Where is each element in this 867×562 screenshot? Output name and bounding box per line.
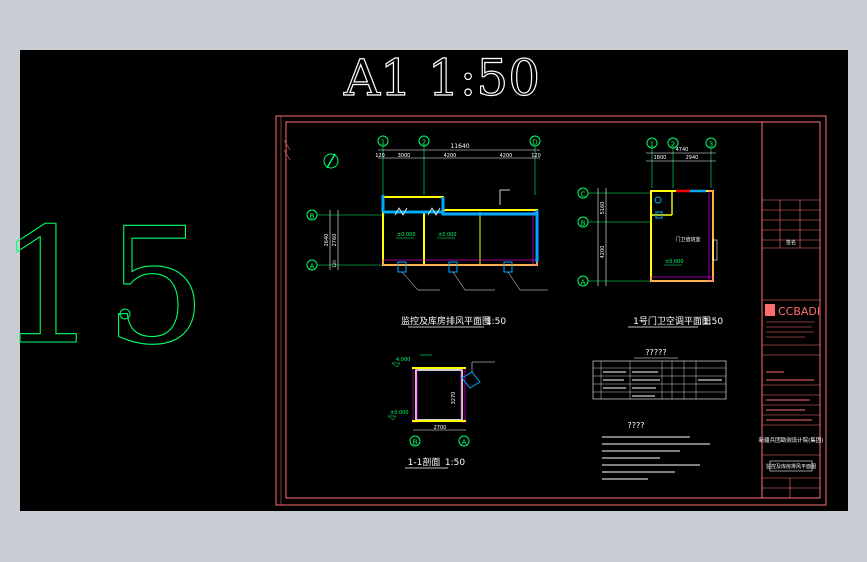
- plan2-left-dim-2: 4200: [600, 246, 606, 259]
- section-width-dim: 2700: [434, 425, 447, 431]
- signature-label: 签名: [786, 239, 796, 246]
- plan1-axis-1: 1: [377, 135, 389, 195]
- company-logo-mark: [765, 304, 775, 316]
- plan1-left-dim-1: 2640: [324, 234, 330, 247]
- company-name: 新疆兵团勘测设计院(集团): [759, 436, 824, 444]
- plan2-level: ±0.000: [665, 259, 684, 265]
- plan2-axis-2: 2: [667, 137, 679, 188]
- svg-text:A: A: [310, 263, 315, 271]
- plan2-axis-c: C: [577, 187, 652, 199]
- plan2-room-label: 门卫值班室: [675, 236, 700, 243]
- svg-text:1: 1: [381, 139, 385, 147]
- design-notes: ????: [602, 421, 710, 480]
- plan1-axis-d: D: [529, 135, 541, 195]
- svg-text:B: B: [413, 439, 418, 447]
- plan-1: 1 2 D 11640 120 3000 4200 4200 120 B: [306, 135, 548, 328]
- plan2-dim-2: 2940: [686, 155, 699, 161]
- plan1-dim-2: 3000: [398, 153, 411, 159]
- svg-text:C: C: [581, 191, 586, 199]
- plan1-axis-2: 2: [418, 135, 430, 195]
- equipment-table-title: ?????: [645, 348, 666, 357]
- company-logo: CCBADI: [778, 305, 820, 318]
- svg-text:D: D: [532, 139, 537, 147]
- section-axis-a: A: [458, 435, 470, 447]
- plan2-unit-icon: [655, 211, 663, 219]
- section-duct-icon: [461, 371, 481, 389]
- plan2-title: 1号门卫空调平面图: [633, 315, 711, 327]
- section-height-dim: 3270: [451, 392, 457, 405]
- north-arrow-icon: [323, 153, 339, 169]
- plan2-axis-3: 3: [705, 137, 717, 188]
- plan2-left-dim-1: 5160: [600, 202, 606, 215]
- plan1-title: 监控及库房排风平面图: [401, 315, 491, 327]
- plan1-duct: [381, 195, 539, 273]
- sheet-title: A1 1:50: [343, 49, 540, 107]
- sheet-number-mark: [119, 308, 131, 320]
- plan1-axis-b: B: [306, 209, 385, 221]
- plan1-dim-3: 4200: [444, 153, 457, 159]
- svg-text:2: 2: [671, 141, 675, 149]
- sheet-number: 15: [0, 193, 213, 380]
- svg-text:B: B: [581, 220, 586, 228]
- section-scale: 1:50: [445, 458, 465, 468]
- plan2-scale: 1:50: [703, 317, 723, 327]
- section-bottom-level: ±0.000: [390, 410, 409, 416]
- plan2-walls: [650, 189, 718, 282]
- svg-text:A: A: [581, 279, 586, 287]
- plan1-left-dim-2: 2760: [332, 234, 338, 247]
- plan2-axis-1: 1: [646, 137, 658, 188]
- plan1-walls: [382, 196, 538, 266]
- plan2-fixture-icon: [654, 196, 662, 204]
- section-title: 1-1剖面: [408, 456, 441, 468]
- plan1-dim-1: 120: [375, 153, 385, 159]
- plan1-overall-dim: 11640: [450, 143, 469, 150]
- plan2-dim-1: 1800: [654, 155, 667, 161]
- title-block: 签名 CCBADI 新疆兵团勘测设计院(集团) 监控及库房排风平面图: [759, 122, 824, 498]
- equipment-table: ?????: [592, 348, 727, 400]
- plan1-axis-a: A: [306, 259, 385, 271]
- plan1-dim-4: 4200: [500, 153, 513, 159]
- plan1-dim-5: 120: [531, 153, 541, 159]
- svg-text:1: 1: [650, 141, 654, 149]
- plan1-level-a: ±0.000: [397, 232, 416, 238]
- svg-text:A: A: [462, 439, 467, 447]
- svg-text:B: B: [310, 213, 315, 221]
- plan1-level-b: ±0.000: [438, 232, 457, 238]
- section-axis-b: B: [409, 435, 421, 447]
- drawing-name: 监控及库房排风平面图: [766, 463, 816, 470]
- plan2-axis-a: A: [577, 275, 652, 287]
- section-top-level: 4.000: [396, 357, 410, 363]
- fan-2-icon: [427, 207, 441, 216]
- plan1-left-dim-3: 120: [332, 260, 337, 268]
- plan2-overall-dim: 4740: [676, 147, 689, 153]
- plan2-axis-b: B: [577, 216, 652, 228]
- fan-1-icon: [394, 207, 408, 216]
- notes-title: ????: [628, 421, 645, 430]
- drawing-frame: [275, 115, 827, 506]
- plan1-scale: 1:50: [486, 317, 506, 327]
- svg-text:3: 3: [709, 141, 713, 149]
- plan-2: 1 2 3 4740 1800 2940 C B: [577, 137, 723, 328]
- svg-text:2: 2: [422, 139, 426, 147]
- section-1-1: 4.000 ±0.000 3270 2700 B A 1-1剖面 1:50: [387, 354, 495, 469]
